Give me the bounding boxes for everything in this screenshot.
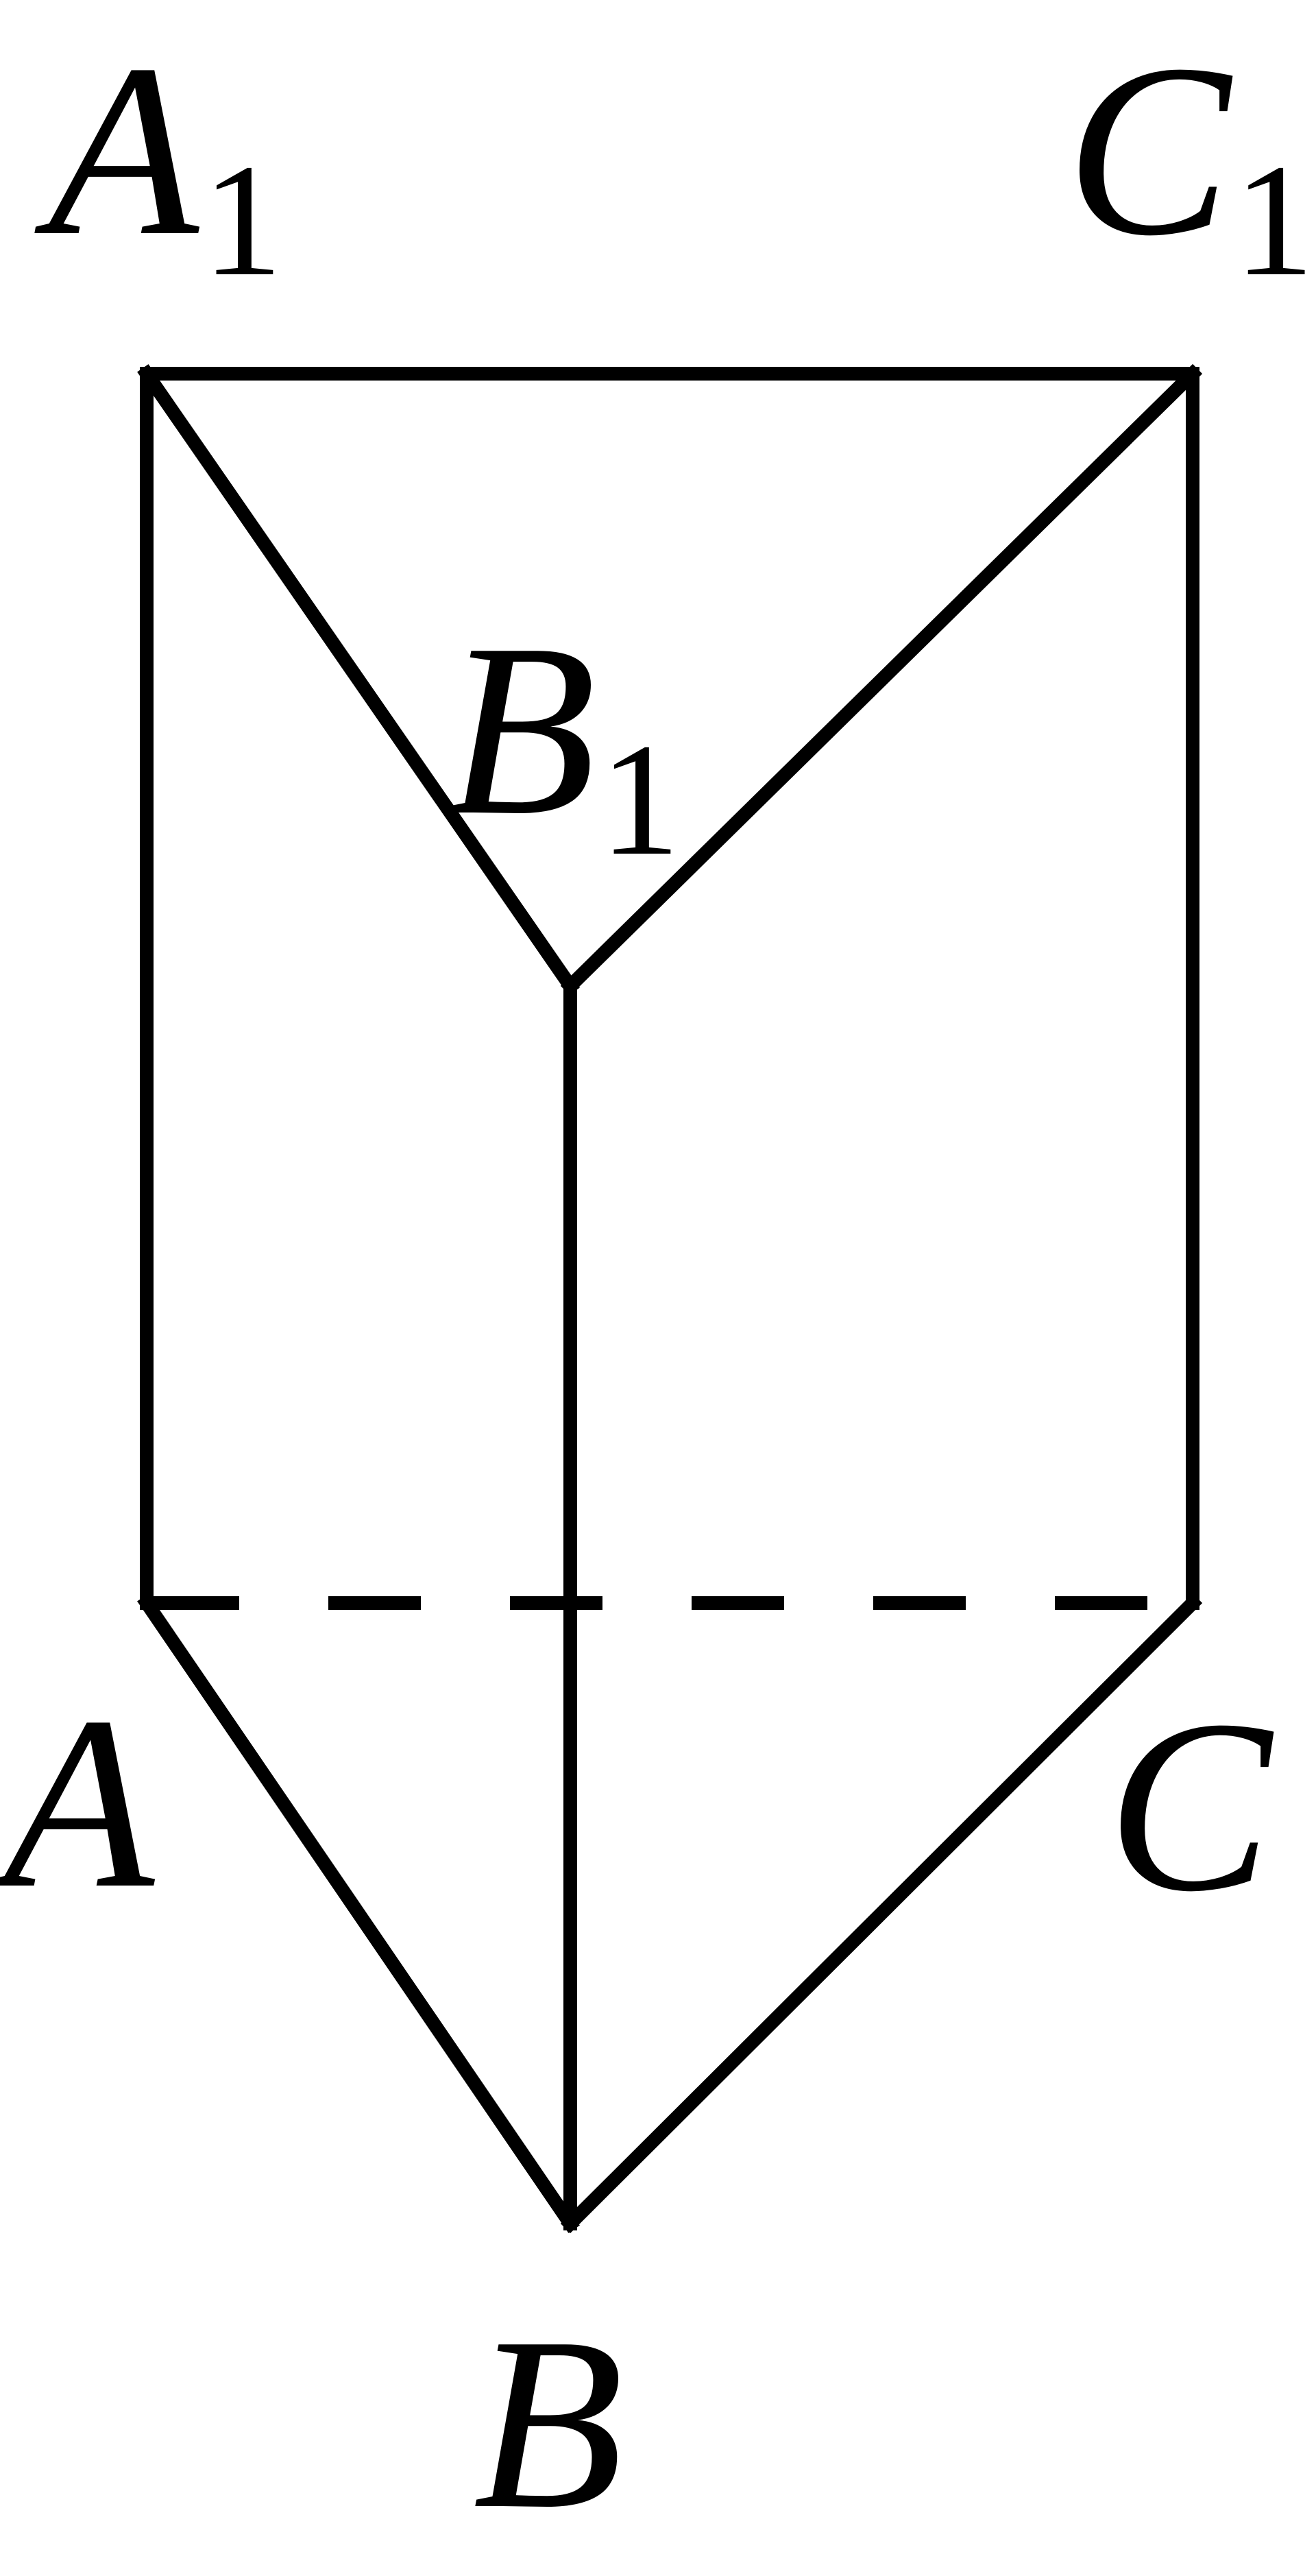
edge-b-c [560,1593,1203,2234]
vertex-label-a1-name: A [33,13,203,287]
vertex-label-a: A [0,1665,158,1939]
vertex-label-c1: C1 [1066,13,1315,309]
vertex-label-a1: A1 [33,13,283,309]
vertex-label-b: B [473,2286,624,2560]
vertex-label-b1-sub: 1 [600,710,681,889]
edge-a1-b1 [137,364,580,996]
vertex-label-c: C [1107,1669,1277,1942]
vertex-label-c1-name: C [1066,13,1236,287]
edge-a-b [137,1593,580,2233]
vertex-label-b1: B1 [446,592,680,889]
vertex-label-b1-name: B [446,592,596,866]
vertex-label-a1-sub: 1 [202,131,283,309]
vertex-label-c1-sub: 1 [1234,131,1315,309]
edge-b1-c1 [560,363,1203,996]
